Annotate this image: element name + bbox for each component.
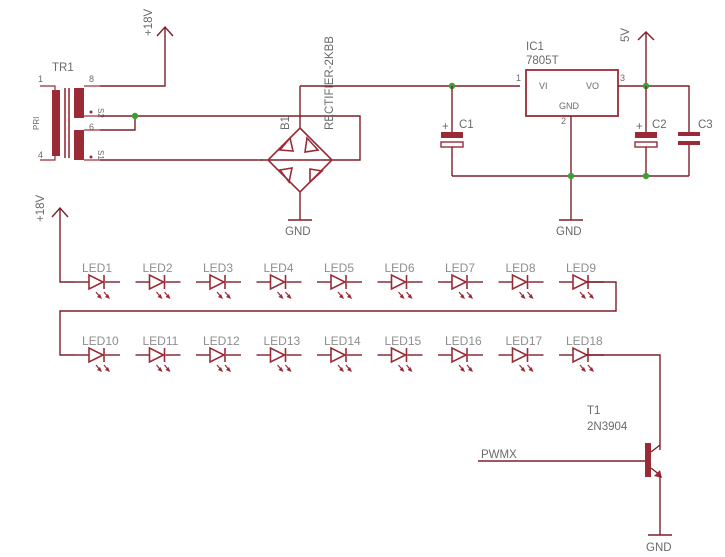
transformer-name: TR1 [52, 62, 74, 74]
led-label: LED17 [506, 334, 543, 348]
gnd-reg-label: GND [556, 226, 582, 238]
c2-plus: + [636, 121, 643, 133]
transformer-pin-1: 1 [38, 74, 43, 84]
led-label: LED5 [324, 261, 354, 275]
led-led11: LED11 [135, 334, 181, 372]
led-label: LED1 [82, 261, 112, 275]
transformer-tr1: TR1 1 4 8 6 PRI S2 S1 [32, 62, 105, 161]
ic-pin1: 1 [516, 73, 521, 83]
led-led17: LED17 [498, 334, 544, 372]
junction-center-tap [131, 112, 139, 120]
led-led1: LED1 [75, 261, 120, 299]
led-led13: LED13 [256, 334, 302, 372]
capacitor-c1: + C1 [440, 86, 474, 176]
transformer-pin-6: 6 [89, 122, 94, 132]
led-led8: LED8 [498, 261, 544, 299]
led-led12: LED12 [196, 334, 241, 372]
led-led14: LED14 [317, 334, 362, 372]
bridge-rectifier-b1: B1 RECTIFIER-2KBB GND [258, 36, 336, 238]
c1-label: C1 [459, 119, 474, 131]
bridge-value: RECTIFIER-2KBB [324, 36, 336, 130]
gnd-bridge-label: GND [285, 226, 311, 238]
led-led5: LED5 [317, 261, 362, 299]
led-label: LED2 [143, 261, 173, 275]
led-label: LED11 [143, 334, 179, 348]
led-led15: LED15 [377, 334, 423, 372]
transformer-pin-8: 8 [89, 74, 94, 84]
c3-label: C3 [698, 119, 713, 131]
ic-vi-label: VI [539, 81, 548, 91]
led-label: LED16 [445, 334, 482, 348]
led-label: LED10 [82, 334, 119, 348]
ic-pin2: 2 [561, 116, 566, 126]
led-label: LED14 [324, 334, 361, 348]
ic-gnd-label: GND [559, 101, 580, 111]
c1-plus: + [442, 121, 449, 133]
c2-label: C2 [652, 119, 667, 131]
rail-5v-label: 5V [620, 28, 632, 42]
rail-18v-left-label: +18V [35, 194, 47, 222]
led-label: LED3 [203, 261, 233, 275]
led-label: LED6 [385, 261, 415, 275]
transformer-pin-4: 4 [38, 150, 43, 160]
regulator-ic1: IC1 7805T VI VO GND 1 3 2 GND [516, 41, 625, 238]
led-led4: LED4 [256, 261, 302, 299]
junction-gnd-reg [567, 172, 575, 180]
ic-name: IC1 [526, 41, 544, 53]
led-led2: LED2 [135, 261, 181, 299]
led-label: LED9 [566, 261, 596, 275]
transformer-s1-label: S1 [96, 150, 105, 160]
led-row-2: LED10 LED11 LED12 LED13 LED14 LED15 LED16 LED17… [75, 334, 604, 372]
transformer-pri-label: PRI [32, 117, 41, 130]
led-led9: LED9 [559, 261, 604, 299]
ic-pin3: 3 [620, 73, 625, 83]
led-label: LED8 [506, 261, 536, 275]
junction-gnd-c2 [642, 172, 650, 180]
led-label: LED7 [445, 261, 475, 275]
pwm-net-label: PWMX [481, 449, 517, 461]
led-led6: LED6 [377, 261, 423, 299]
capacitor-c3: C3 [678, 119, 713, 176]
gnd-transistor-label: GND [646, 542, 672, 554]
led-label: LED15 [385, 334, 422, 348]
led-label: LED12 [203, 334, 240, 348]
led-led10: LED10 [75, 334, 120, 372]
t1-value: 2N3904 [587, 421, 628, 433]
bridge-name: B1 [280, 116, 292, 130]
led-led18: LED18 [559, 334, 604, 372]
led-led16: LED16 [438, 334, 483, 372]
ic-vo-label: VO [586, 81, 599, 91]
transistor-t1: T1 2N3904 GND PWMX [478, 405, 672, 554]
led-label: LED4 [264, 261, 294, 275]
rail-18v-top-label: +18V [143, 8, 155, 36]
led-label: LED18 [566, 334, 603, 348]
rail-18v-top: +18V [100, 8, 174, 87]
led-label: LED13 [264, 334, 301, 348]
led-led7: LED7 [438, 261, 483, 299]
ic-value: 7805T [526, 55, 559, 67]
t1-name: T1 [587, 405, 600, 417]
led-led3: LED3 [196, 261, 241, 299]
capacitor-c2: + C2 [634, 86, 667, 176]
transformer-s2-label: S2 [96, 108, 105, 118]
led-row-1: LED1 LED2 LED3 LED4 LED5 LED6 LED7 LED8 LED9 [75, 261, 604, 299]
